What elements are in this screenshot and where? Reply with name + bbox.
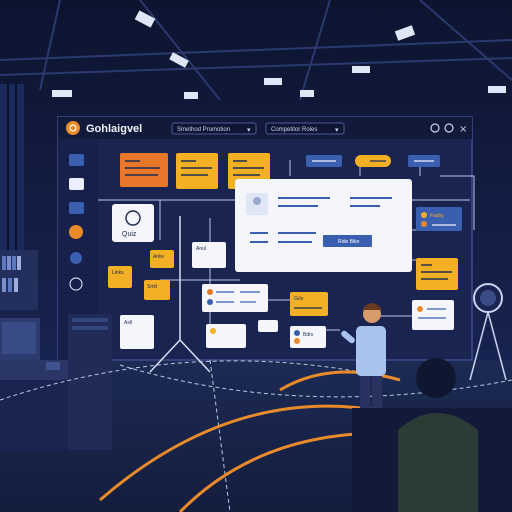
status-dot [417, 306, 423, 312]
server-rack [68, 314, 112, 450]
desk [0, 318, 86, 450]
modal-dialog[interactable] [235, 179, 412, 272]
workflow-card[interactable] [144, 280, 170, 300]
chevron-down-icon: ▾ [247, 126, 251, 134]
image-card-label: Quiz [122, 231, 137, 238]
studio-light [469, 283, 507, 381]
spiral-logo-icon-inner [69, 124, 77, 132]
status-dot [207, 289, 213, 295]
clock-icon[interactable] [430, 123, 440, 133]
dropdown-2[interactable] [265, 122, 345, 135]
note-label: Links [112, 270, 124, 276]
status-dot [294, 338, 300, 344]
workflow-card[interactable] [206, 324, 246, 348]
user-icon-head [253, 197, 261, 205]
workflow-card[interactable] [192, 242, 226, 268]
avatar-icon[interactable] [69, 225, 83, 239]
image-card[interactable] [112, 204, 154, 242]
note-label: Asll [124, 320, 132, 326]
ceiling-truss [0, 0, 512, 101]
heart-icon[interactable] [70, 252, 82, 264]
workflow-card[interactable] [120, 153, 168, 187]
image-icon[interactable] [69, 178, 84, 190]
modal-text-lines [250, 197, 392, 243]
image-card-icon [125, 210, 141, 226]
spiral-logo-icon[interactable] [66, 121, 80, 135]
dropdown-1-label: Smethod Promotion [177, 127, 230, 133]
workflow-card[interactable] [258, 320, 278, 332]
app-title: Gohlaigvel [86, 123, 142, 135]
workflow-card[interactable] [150, 250, 174, 268]
workflow-card[interactable] [416, 258, 458, 290]
note-label: Bdrs [303, 332, 314, 338]
photo-icon[interactable] [69, 154, 84, 166]
settings-icon[interactable] [444, 123, 454, 133]
ceiling-lights [52, 10, 506, 99]
ride-bike-button[interactable] [323, 235, 372, 247]
card-text-lines [125, 160, 264, 176]
workflow-card[interactable] [176, 153, 218, 189]
note-label: Anlw [153, 254, 164, 260]
status-dot [421, 221, 427, 227]
workflow-card[interactable] [416, 207, 462, 231]
card-text-lines [418, 308, 446, 319]
window [0, 84, 24, 260]
dropdown-1[interactable] [171, 122, 257, 135]
dropdown-2-label: Competitor Roles [271, 127, 317, 133]
bookshelf [0, 250, 38, 310]
ride-bike-button-label: Ride Bike [338, 239, 360, 245]
workflow-card[interactable] [412, 300, 454, 330]
close-icon[interactable]: × [459, 124, 467, 135]
chat-icon[interactable] [69, 277, 83, 291]
status-dot [210, 328, 216, 334]
note-label: Grlo [294, 296, 304, 302]
workflow-card[interactable] [120, 315, 154, 349]
status-dot [421, 212, 427, 218]
note-label: Anul [196, 246, 206, 252]
card-text-lines [216, 291, 260, 303]
app-toolbar [58, 117, 472, 139]
chevron-down-icon: ▾ [335, 126, 339, 134]
note-label: Smlt [147, 284, 158, 290]
top-right-card-label: Fasby [430, 213, 444, 219]
gallery-icon[interactable] [69, 202, 84, 214]
status-dot [207, 299, 213, 305]
workflow-card[interactable] [290, 292, 328, 316]
status-dot [294, 330, 300, 336]
workflow-card[interactable] [202, 284, 268, 312]
workflow-card[interactable] [108, 266, 132, 288]
card-text-lines [421, 264, 452, 280]
foreground-viewer [352, 358, 512, 512]
tripod [149, 216, 211, 373]
